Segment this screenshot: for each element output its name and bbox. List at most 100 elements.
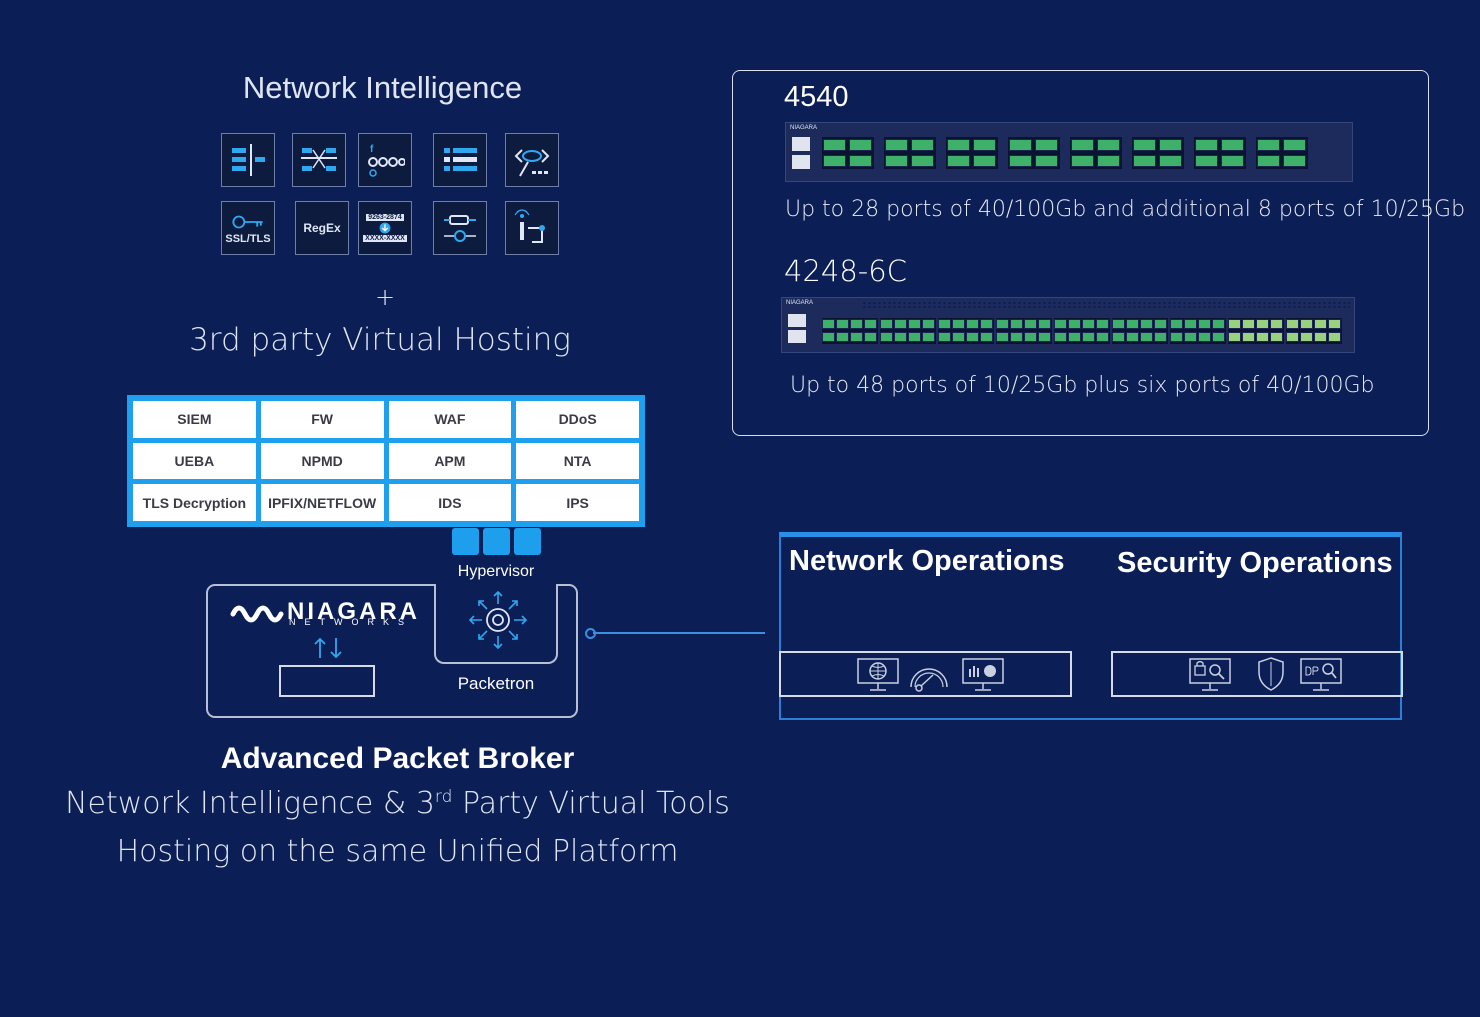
- port: [996, 319, 1009, 329]
- tool-cell: WAF: [388, 401, 512, 438]
- port: [1082, 319, 1095, 329]
- tool-cell: FW: [260, 401, 384, 438]
- switch-brand-label: NIAGARA: [790, 125, 818, 131]
- port: [1068, 319, 1081, 329]
- port-group: [822, 137, 874, 169]
- port-group: [1256, 137, 1308, 169]
- list-icon: [433, 133, 487, 187]
- port: [1112, 319, 1125, 329]
- port: [822, 332, 835, 342]
- mgmt-port: [792, 155, 810, 169]
- port: [947, 139, 970, 151]
- port: [1133, 155, 1156, 167]
- network-operations-title: Network Operations: [789, 545, 1065, 577]
- social-apps-icon: f: [358, 133, 412, 187]
- plus-sign: +: [374, 283, 396, 311]
- port-group: [1286, 318, 1342, 344]
- dpi-search-monitor-icon: [1300, 658, 1342, 691]
- port: [980, 332, 993, 342]
- port: [922, 332, 935, 342]
- console-port: [788, 314, 806, 327]
- ssl-tls-label: SSL/TLS: [225, 233, 271, 245]
- port: [1286, 332, 1299, 342]
- port-group: [880, 318, 936, 344]
- mgmt-port: [788, 330, 806, 343]
- port-group: [996, 318, 1052, 344]
- port: [980, 319, 993, 329]
- ports-row: [822, 137, 1342, 169]
- network-intelligence-icon-grid: f SSL/TLS RegEx 9263-2874 XXXX-XXXX: [221, 133, 561, 257]
- switch-brand-label: NIAGARA: [786, 300, 814, 306]
- network-operations-tray: [779, 651, 1072, 697]
- port: [823, 139, 846, 151]
- port: [1009, 139, 1032, 151]
- port: [885, 155, 908, 167]
- code-inspect-icon: [505, 133, 559, 187]
- port: [850, 332, 863, 342]
- port: [1212, 332, 1225, 342]
- dedup-icon: [433, 201, 487, 255]
- port: [894, 332, 907, 342]
- tool-cell: TLS Decryption: [133, 484, 256, 521]
- packetron-box: [434, 584, 558, 664]
- tool-cell: IDS: [388, 484, 512, 521]
- tool-cell: IPFIX/NETFLOW: [260, 484, 384, 521]
- tool-cell: NPMD: [260, 442, 384, 480]
- model-4248-description: Up to 48 ports of 10/25Gb plus six ports…: [790, 373, 1375, 398]
- port: [1283, 139, 1306, 151]
- port: [1328, 319, 1341, 329]
- port: [966, 332, 979, 342]
- gauge-icon: [910, 668, 948, 692]
- port: [1314, 319, 1327, 329]
- port-group: [1112, 318, 1168, 344]
- masking-icon: 9263-2874 XXXX-XXXX: [358, 201, 412, 255]
- broker-line1-pre: Network Intelligence & 3: [65, 786, 435, 821]
- port: [1140, 319, 1153, 329]
- virtual-hosting-title: 3rd party Virtual Hosting: [189, 322, 571, 358]
- port: [1071, 139, 1094, 151]
- port: [1097, 155, 1120, 167]
- port: [1270, 332, 1283, 342]
- broker-line1-post: Party Virtual Tools: [452, 786, 730, 821]
- port: [1228, 332, 1241, 342]
- port: [822, 319, 835, 329]
- port: [1257, 139, 1280, 151]
- vm-block: [514, 528, 541, 555]
- port: [864, 332, 877, 342]
- port: [1328, 332, 1341, 342]
- port: [908, 319, 921, 329]
- tool-cell: SIEM: [133, 401, 256, 438]
- port: [1242, 319, 1255, 329]
- port: [966, 319, 979, 329]
- port: [996, 332, 1009, 342]
- port: [947, 155, 970, 167]
- port: [1184, 319, 1197, 329]
- port: [1170, 332, 1183, 342]
- port: [1038, 332, 1051, 342]
- switch-4248-image: NIAGARA: [781, 297, 1355, 353]
- port: [880, 319, 893, 329]
- globe-monitor-icon: [857, 658, 899, 691]
- port: [1283, 155, 1306, 167]
- port: [973, 139, 996, 151]
- port-group: [1228, 318, 1284, 344]
- port: [1126, 332, 1139, 342]
- port: [1159, 139, 1182, 151]
- port: [894, 319, 907, 329]
- masking-masked-label: XXXX-XXXX: [363, 235, 407, 242]
- port: [1195, 139, 1218, 151]
- port: [1170, 319, 1183, 329]
- svg-text:f: f: [370, 144, 374, 155]
- port: [1256, 319, 1269, 329]
- broker-line1-sup: rd: [434, 787, 453, 807]
- port: [1096, 332, 1109, 342]
- port: [1133, 139, 1156, 151]
- port: [864, 319, 877, 329]
- port: [1112, 332, 1125, 342]
- port: [952, 319, 965, 329]
- port: [1154, 319, 1167, 329]
- port: [1184, 332, 1197, 342]
- port: [850, 319, 863, 329]
- port: [911, 139, 934, 151]
- port: [908, 332, 921, 342]
